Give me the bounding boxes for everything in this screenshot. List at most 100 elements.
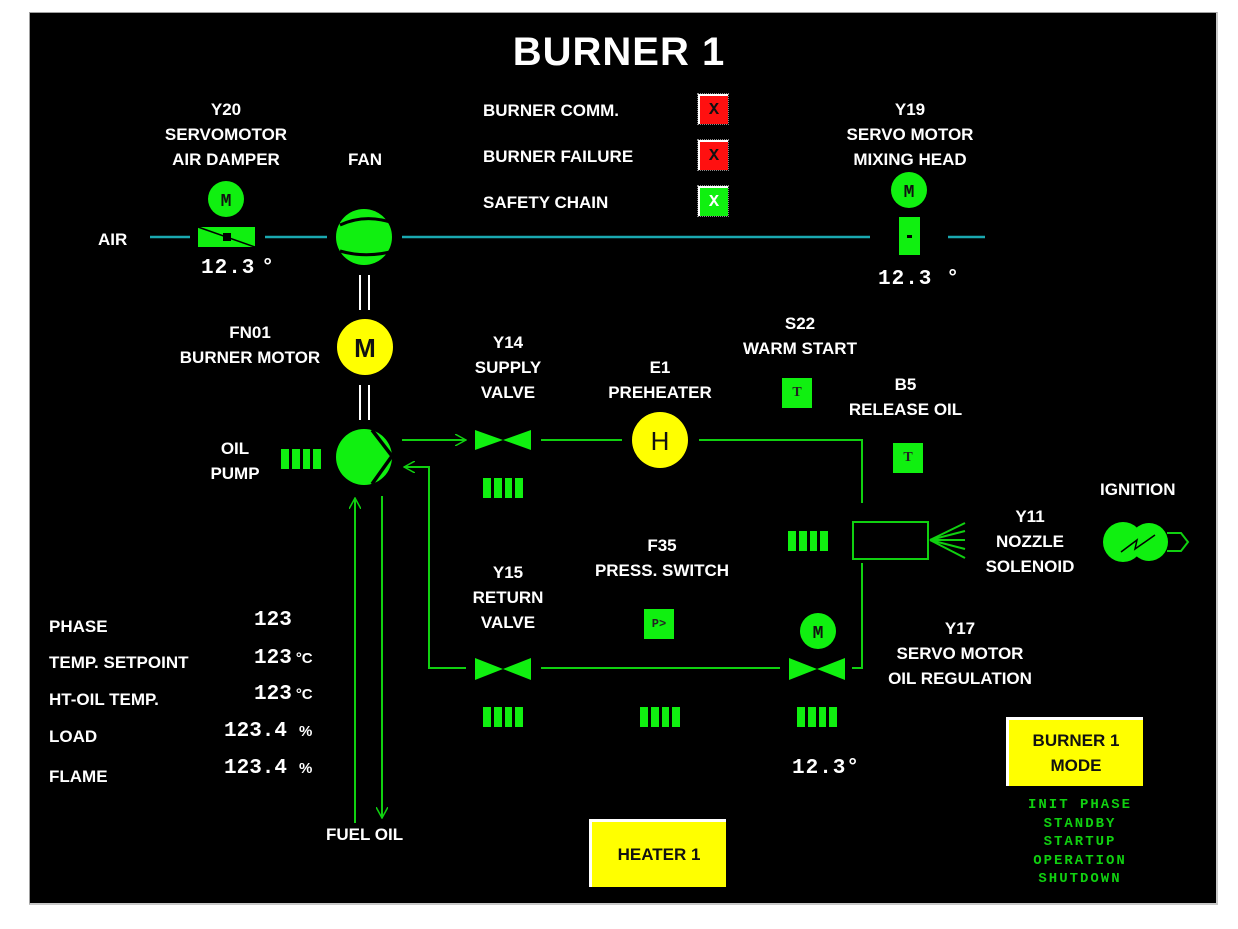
return-valve-line2: VALVE bbox=[480, 613, 536, 632]
release-oil-tag: B5 bbox=[894, 375, 917, 394]
y20-angle-value: 12.3 bbox=[201, 257, 256, 280]
y19-line2: MIXING HEAD bbox=[853, 150, 967, 169]
fuel-oil-label: FUEL OIL bbox=[326, 825, 404, 844]
y19-tag: Y19 bbox=[894, 100, 926, 119]
fan-label: FAN bbox=[348, 150, 382, 169]
mode-standby: STANDBY bbox=[1043, 815, 1117, 832]
burner-failure-indicator[interactable]: X bbox=[697, 139, 729, 171]
svg-text:M: M bbox=[221, 192, 232, 212]
press-switch-status-bar[interactable] bbox=[640, 707, 680, 727]
press-switch-tag: F35 bbox=[647, 536, 677, 555]
oil-pump-line2: PUMP bbox=[210, 464, 260, 483]
param-label-flame: FLAME bbox=[49, 767, 108, 786]
press-switch-label: F35 PRESS. SWITCH bbox=[582, 533, 742, 583]
oil-regulation-status-bar[interactable] bbox=[797, 707, 837, 727]
mode-startup: STARTUP bbox=[1043, 834, 1117, 850]
release-oil-indicator[interactable]: T bbox=[893, 443, 923, 473]
preheater-tag: E1 bbox=[649, 358, 671, 377]
y19-line1: SERVO MOTOR bbox=[846, 125, 974, 144]
load-value: 123.4 bbox=[224, 720, 288, 743]
param-label-ht-oil-temp: HT-OIL TEMP. bbox=[49, 690, 159, 709]
ht-oil-temp-unit: °C bbox=[295, 686, 313, 703]
param-value-ht-oil-temp: 123°C bbox=[254, 683, 313, 706]
supply-valve-line2: VALVE bbox=[480, 383, 536, 402]
phase-value: 123 bbox=[254, 609, 292, 632]
safety-chain-indicator[interactable]: X bbox=[697, 185, 729, 217]
return-valve-tag: Y15 bbox=[492, 563, 524, 582]
mode-operation: OPERATION bbox=[1033, 852, 1127, 869]
return-valve-label: Y15 RETURN VALVE bbox=[458, 560, 558, 635]
return-valve-icon[interactable] bbox=[475, 658, 531, 680]
burner-mode-button[interactable]: BURNER 1 MODE bbox=[1006, 717, 1143, 786]
page-title: BURNER 1 bbox=[512, 30, 726, 74]
y19-angle-readout: 12.3° bbox=[878, 268, 960, 291]
param-value-temp-setpoint: 123°C bbox=[254, 647, 313, 670]
nozzle-line2: SOLENOID bbox=[985, 557, 1075, 576]
release-oil-label: B5 RELEASE OIL bbox=[838, 372, 973, 422]
burner-motor-icon[interactable]: M bbox=[337, 319, 393, 375]
nozzle-label: Y11 NOZZLE SOLENOID bbox=[980, 504, 1080, 579]
oil-pump-line1: OIL bbox=[220, 439, 250, 458]
preheater-label: E1 PREHEATER bbox=[600, 355, 720, 405]
param-value-load: 123.4% bbox=[224, 720, 312, 743]
preheater-name: PREHEATER bbox=[608, 383, 712, 402]
return-valve-status-bar[interactable] bbox=[483, 707, 523, 727]
param-label-phase: PHASE bbox=[49, 617, 108, 636]
shaft bbox=[359, 275, 370, 420]
air-damper-icon[interactable] bbox=[197, 226, 256, 248]
y20-tag: Y20 bbox=[210, 100, 242, 119]
oil-regulation-valve-icon[interactable] bbox=[789, 658, 845, 680]
y19-motor-icon[interactable]: M bbox=[891, 172, 927, 208]
oil-pump-icon[interactable] bbox=[336, 428, 395, 486]
oil-pipes bbox=[355, 440, 863, 823]
release-oil-name: RELEASE OIL bbox=[848, 400, 963, 419]
burner-mode-line2: MODE bbox=[1050, 756, 1102, 775]
burner-motor-tag: FN01 bbox=[229, 323, 271, 342]
oil-pump-status-bar[interactable] bbox=[281, 449, 321, 469]
y20-angle-readout: 12.3° bbox=[201, 257, 275, 280]
fan-icon[interactable] bbox=[336, 209, 392, 265]
oil-pipes-2 bbox=[852, 590, 863, 669]
status-label-burner-comm: BURNER COMM. bbox=[483, 101, 619, 120]
nozzle-status-bar[interactable] bbox=[788, 531, 828, 551]
nozzle-line1: NOZZLE bbox=[996, 532, 1064, 551]
y20-angle-unit: ° bbox=[261, 257, 276, 280]
mixing-head-icon[interactable] bbox=[899, 217, 920, 255]
status-label-safety-chain: SAFETY CHAIN bbox=[483, 193, 609, 212]
mode-list: INIT PHASE STANDBY STARTUP OPERATION SHU… bbox=[995, 796, 1165, 889]
burner-motor-label: FN01 BURNER MOTOR bbox=[170, 320, 330, 370]
svg-text:M: M bbox=[904, 183, 915, 203]
svg-text:H: H bbox=[651, 426, 670, 456]
supply-valve-tag: Y14 bbox=[492, 333, 524, 352]
heater-1-button[interactable]: HEATER 1 bbox=[589, 819, 726, 887]
param-value-phase: 123 bbox=[254, 609, 292, 632]
oil-regulation-angle-readout: 12.3° bbox=[792, 757, 860, 780]
press-switch-name: PRESS. SWITCH bbox=[594, 561, 730, 580]
oil-regulation-angle-value: 12.3 bbox=[792, 757, 847, 780]
y17-motor-icon[interactable]: M bbox=[800, 613, 836, 649]
temp-setpoint-unit: °C bbox=[295, 650, 313, 667]
supply-valve-icon[interactable] bbox=[475, 430, 531, 450]
y20-label: Y20 SERVOMOTOR AIR DAMPER bbox=[146, 97, 306, 172]
nozzle-tag: Y11 bbox=[1015, 507, 1045, 526]
heater-1-button-label: HEATER 1 bbox=[617, 845, 701, 864]
burner-motor-name: BURNER MOTOR bbox=[179, 348, 321, 367]
preheater-icon[interactable]: H bbox=[632, 412, 688, 468]
flame-value: 123.4 bbox=[224, 757, 288, 780]
load-unit: % bbox=[299, 723, 313, 740]
ignition-label: IGNITION bbox=[1100, 480, 1176, 499]
warm-start-name: WARM START bbox=[743, 339, 857, 358]
warm-start-label: S22 WARM START bbox=[730, 311, 870, 361]
burner-comm-indicator[interactable]: X bbox=[697, 93, 729, 125]
supply-valve-status-bar[interactable] bbox=[483, 478, 523, 498]
oil-regulation-angle-unit: ° bbox=[846, 757, 861, 780]
flame-unit: % bbox=[299, 760, 313, 777]
ignition-icon[interactable] bbox=[1103, 522, 1190, 562]
nozzle-icon[interactable] bbox=[852, 521, 966, 560]
oil-pump-label: OIL PUMP bbox=[200, 436, 270, 486]
warm-start-tag: S22 bbox=[784, 314, 816, 333]
press-switch-indicator[interactable]: P> bbox=[644, 609, 674, 639]
warm-start-indicator[interactable]: T bbox=[782, 378, 812, 408]
y20-motor-icon[interactable]: M bbox=[208, 181, 244, 217]
